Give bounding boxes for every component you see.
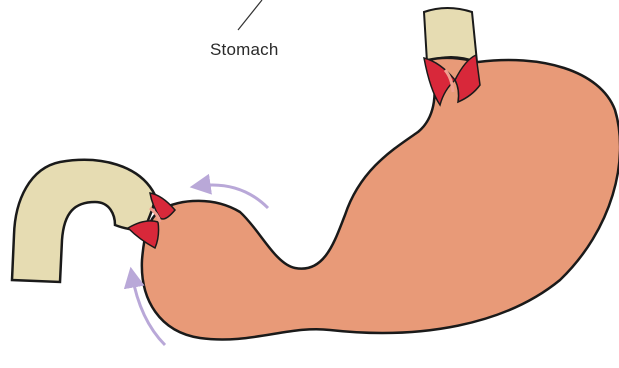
duodenum <box>12 160 155 282</box>
stomach-label: Stomach <box>210 40 279 60</box>
esophagus <box>424 8 477 62</box>
stomach-body <box>142 58 619 340</box>
label-leader-line <box>238 0 262 30</box>
